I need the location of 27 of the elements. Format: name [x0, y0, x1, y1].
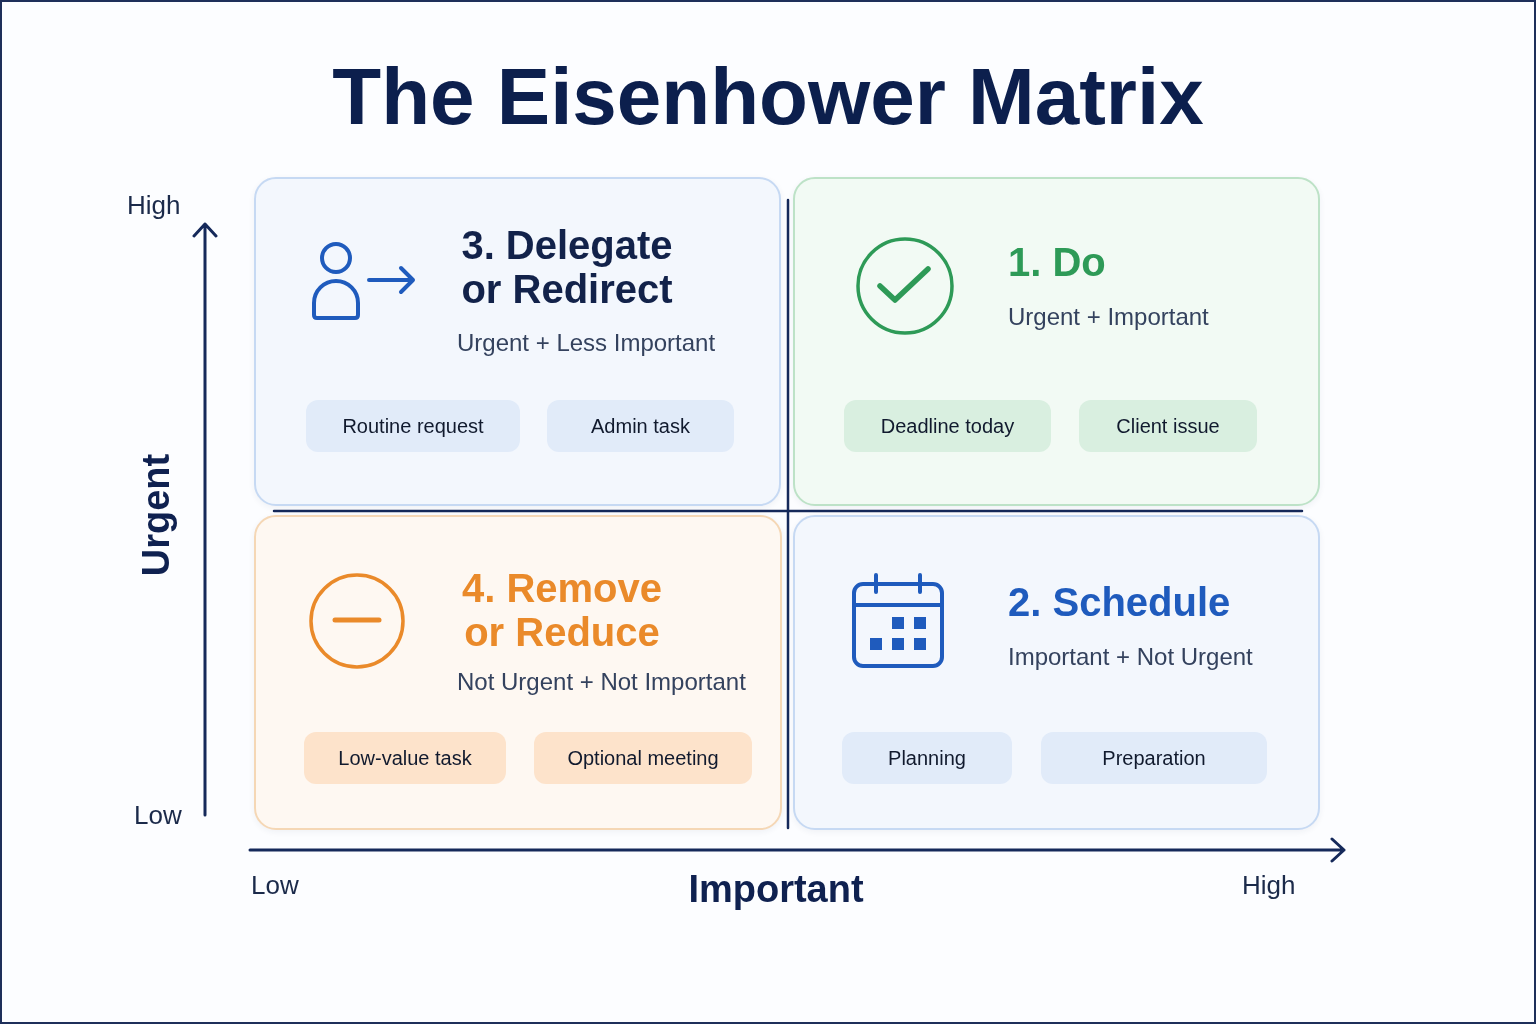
- diagram-title: The Eisenhower Matrix: [332, 52, 1204, 142]
- quadrant-subtitle: Urgent + Less Important: [457, 328, 716, 358]
- quadrant-subtitle: Urgent + Important: [1008, 302, 1209, 332]
- axis-end-label: Low: [251, 869, 299, 902]
- axis-end-label: High: [127, 189, 181, 222]
- task-tag: Client issue: [1079, 400, 1257, 452]
- task-tag: Preparation: [1041, 732, 1267, 784]
- quadrant-card: [793, 177, 1320, 506]
- quadrant-subtitle: Not Urgent + Not Important: [457, 667, 746, 697]
- task-tag: Admin task: [547, 400, 734, 452]
- quadrant-title: 4. Remove or Reduce: [460, 566, 664, 654]
- quadrant-title: 2. Schedule: [1008, 580, 1231, 624]
- quadrant-card: [793, 515, 1320, 830]
- quadrant-title: 3. Delegate or Redirect: [460, 223, 674, 311]
- axis-end-label: High: [1242, 869, 1296, 902]
- quadrant-card: [254, 177, 781, 506]
- task-tag: Planning: [842, 732, 1012, 784]
- quadrant-card: [254, 515, 782, 830]
- axis-title: Important: [688, 867, 864, 912]
- axis-title: Urgent: [134, 453, 179, 577]
- task-tag: Low-value task: [304, 732, 506, 784]
- quadrant-subtitle: Important + Not Urgent: [1008, 642, 1253, 672]
- axis-end-label: Low: [134, 799, 182, 832]
- task-tag: Routine request: [306, 400, 520, 452]
- quadrant-title: 1. Do: [1008, 240, 1106, 284]
- task-tag: Optional meeting: [534, 732, 752, 784]
- task-tag: Deadline today: [844, 400, 1051, 452]
